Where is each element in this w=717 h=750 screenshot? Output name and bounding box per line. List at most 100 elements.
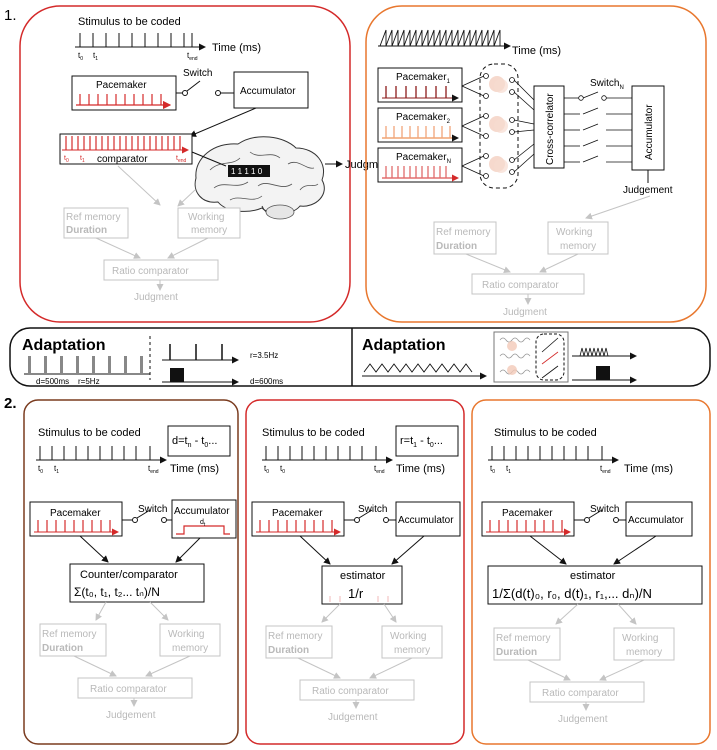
accumulator-tall-label: Accumulator <box>644 104 655 160</box>
faded-arrow-1b-b <box>465 253 511 273</box>
accumulator-box-2b <box>395 501 461 537</box>
stimulus-ticks-2a <box>39 446 151 460</box>
time-axis-label: Time (ms) <box>212 42 261 54</box>
stimulus-label: Stimulus to be coded <box>78 16 181 28</box>
section-label-2: 2. <box>4 395 17 412</box>
faded-2c-b <box>617 603 637 625</box>
switch-node-2c-l <box>584 517 590 523</box>
ref-memory-box-2a <box>39 623 107 657</box>
pacemaker-label: Pacemaker <box>96 80 147 91</box>
ref-memory-box-1b <box>433 221 497 255</box>
duration-label-2b: Duration <box>268 645 309 656</box>
tend-label-2a: tend <box>148 464 159 475</box>
arrow-pm-decoder-2c <box>529 535 567 565</box>
panel-2b-frame <box>245 399 465 745</box>
tend-label-2b: tend <box>374 464 385 475</box>
pacemaker-pulses-2a <box>37 520 111 532</box>
switch-label-2c: Switch <box>590 504 619 515</box>
adapt-r-test: r=3.5Hz <box>250 351 278 360</box>
decoder-box-2b <box>321 565 403 605</box>
switch-node-left <box>182 90 188 96</box>
switch-node-right <box>215 90 221 96</box>
accumulator-label-2b: Accumulator <box>398 515 454 526</box>
adapt-out-block <box>596 366 610 380</box>
faded-2b-b <box>383 603 397 623</box>
ratio-label-2c: Ratio comparator <box>542 688 619 699</box>
working-memory-box-2a <box>159 623 221 657</box>
t1-label-2b: t0 <box>280 464 285 475</box>
t0-label-2a: t0 <box>38 464 43 475</box>
ref-memory-label-1b: Ref memory <box>436 227 490 238</box>
brain-illustration: 1 1 1 1 0 <box>194 136 325 220</box>
t1-label-2a: t1 <box>54 464 59 475</box>
judgement-label-1b: Judgement <box>623 185 673 196</box>
accumulator-tall-box <box>631 85 665 171</box>
adapt-right-dashed <box>535 333 565 381</box>
switch-node-2b-r <box>383 517 389 523</box>
time-axis-label-2a: Time (ms) <box>170 463 219 475</box>
comparator-t0: t0 <box>64 155 69 164</box>
adaptation-left-title: Adaptation <box>22 337 106 354</box>
comparator-pulses <box>65 136 181 150</box>
accumulator-box <box>233 71 309 109</box>
working-label-2a: Working <box>168 629 205 640</box>
decoder-faded-pulses-2b <box>329 596 389 602</box>
panel-2a-frame <box>23 399 239 745</box>
switch-node-2a-l <box>132 517 138 523</box>
pacemaker-box-2c <box>481 501 575 537</box>
faded-2a-c <box>73 655 117 677</box>
pacemakerN-label: PacemakerN <box>396 152 451 165</box>
adapt-r-label: r=5Hz <box>78 377 100 386</box>
duration-label-2c: Duration <box>496 647 537 658</box>
faded-arrow-1b-a <box>585 195 651 220</box>
pacemaker-label-2a: Pacemaker <box>50 508 101 519</box>
comparator-label: comparator <box>97 154 148 165</box>
t0-label-2c: t0 <box>490 464 495 475</box>
pacemaker1-label: Pacemaker1 <box>396 72 451 85</box>
ref-memory-box-2b <box>265 625 333 659</box>
time-axis-label-1b: Time (ms) <box>512 45 561 57</box>
accumulator-dt-2a: dt <box>200 519 206 528</box>
stimulus-sawtooth <box>379 29 501 47</box>
faded-2c-a <box>555 603 579 625</box>
comparator-t1: t1 <box>80 155 85 164</box>
switch-node-2c-r <box>613 517 619 523</box>
pacemaker-pulses <box>79 94 162 105</box>
working-label-2c: Working <box>622 633 659 644</box>
tend-label: tend <box>187 51 198 62</box>
ratio-comparator-box <box>103 259 219 281</box>
stimulus-ticks <box>79 33 193 47</box>
decoder-title-2c: estimator <box>570 570 616 582</box>
faded-2b-c <box>297 657 341 679</box>
faded-2c-c <box>527 659 571 681</box>
pacemaker2-box <box>377 107 463 143</box>
t1-label-2c: t1 <box>506 464 511 475</box>
pacemaker-pulses-2c <box>489 520 563 532</box>
cross-correlator-label: Cross-correlator <box>545 93 556 165</box>
memory-label-2c: memory <box>626 647 662 658</box>
t0-label-2b: t0 <box>264 464 269 475</box>
switch-lever <box>186 80 201 92</box>
memory-label-2a: memory <box>172 643 208 654</box>
panel-1a-frame <box>19 5 351 323</box>
pacemakerN-pulses <box>385 166 447 178</box>
pacemaker-pulses-2b <box>259 520 333 532</box>
faded-arrow-b <box>177 189 196 207</box>
faded-arrow-c <box>95 237 141 259</box>
ref-memory-label-2a: Ref memory <box>42 629 96 640</box>
pacemaker-label-2b: Pacemaker <box>272 508 323 519</box>
switch-lever-2a <box>136 509 151 519</box>
decoder-box-2c <box>487 565 703 605</box>
adapt-out-wave <box>579 347 609 357</box>
switch-bank <box>564 91 632 163</box>
decoder-formula-2a: Σ(t₀, t₁, t₂... tₙ)/N <box>74 585 160 599</box>
decoder-title-2a: Counter/comparator <box>80 569 178 581</box>
arrow-acc-decoder-2b <box>391 535 425 565</box>
ratio-comparator-label: Ratio comparator <box>112 266 189 277</box>
faded-2b-a <box>321 603 341 623</box>
formula-2b: r=t1 - t0... <box>400 435 443 449</box>
judgment-faded-label: Judgment <box>134 292 178 303</box>
switch-label-2b: Switch <box>358 504 387 515</box>
ref-memory-label-2c: Ref memory <box>496 633 550 644</box>
